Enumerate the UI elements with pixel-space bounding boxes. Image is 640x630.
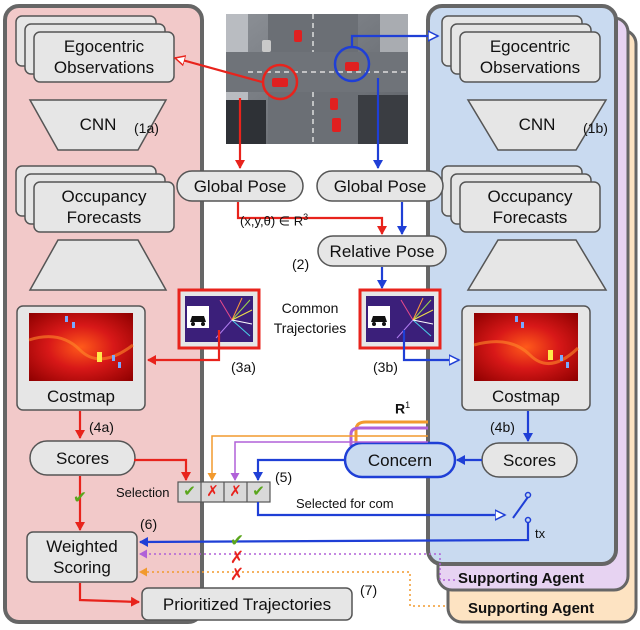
left-forecasts-label: Occupancy Forecasts bbox=[61, 187, 147, 227]
pose-formula: (x,y,θ) ∈ R3 bbox=[240, 212, 308, 229]
orange-arrows bbox=[139, 435, 445, 607]
right-cnn-label: CNN bbox=[518, 114, 556, 134]
relative-pose-box bbox=[317, 235, 447, 267]
selection-mark-2: ✗ bbox=[206, 483, 219, 500]
left-forecasts-stack bbox=[15, 165, 175, 233]
weighted-scoring-step: (6) bbox=[140, 516, 158, 532]
right-forecasts-label: Occupancy Forecasts bbox=[487, 187, 573, 227]
right-trajectory-step: (3b) bbox=[373, 359, 398, 375]
blue-arrows bbox=[139, 36, 533, 547]
r1-exponent: 1 bbox=[405, 400, 411, 410]
right-costmap-label: Costmap bbox=[491, 386, 561, 406]
left-observations-label: Egocentric Observations bbox=[53, 37, 155, 77]
global-pose-right-box bbox=[316, 170, 444, 202]
r1-letter: R bbox=[395, 400, 406, 417]
right-forecasts-stack bbox=[441, 165, 601, 233]
weighted-check-mark: ✔ bbox=[230, 531, 244, 550]
red-arrows bbox=[75, 58, 387, 607]
pose-formula-exponent: 3 bbox=[303, 212, 309, 222]
prioritized-trajectories-label: Prioritized Trajectories bbox=[162, 594, 332, 614]
supporting-agent-label-1: Supporting Agent bbox=[458, 570, 585, 587]
left-scores-box bbox=[29, 440, 136, 476]
weighted-scoring-label: Weighted Scoring bbox=[46, 537, 118, 577]
left-costmap-label: Costmap bbox=[46, 386, 116, 406]
supporting-agent-label-2: Supporting Agent bbox=[468, 600, 595, 617]
right-costmap-image bbox=[473, 313, 580, 381]
left-scores-check-mark: ✔ bbox=[73, 488, 87, 507]
right-scores-label: Scores bbox=[503, 450, 556, 470]
pose-formula-text: (x,y,θ) ∈ R bbox=[240, 213, 304, 229]
right-decoder-shape bbox=[466, 239, 608, 291]
left-cnn-label: CNN bbox=[79, 114, 117, 134]
prioritized-trajectories-box bbox=[141, 587, 353, 621]
global-pose-right-label: Global Pose bbox=[333, 176, 427, 196]
weighted-cross-mark-2: ✗ bbox=[230, 565, 244, 584]
selection-mark-3: ✗ bbox=[229, 483, 242, 500]
tx-label: tx bbox=[535, 526, 546, 541]
relative-pose-step: (2) bbox=[292, 256, 310, 272]
tx-switch bbox=[512, 491, 532, 524]
right-observations-label: Egocentric Observations bbox=[479, 37, 581, 77]
r1-label: R1 bbox=[395, 400, 410, 417]
left-cnn-shape bbox=[28, 99, 168, 151]
purple-arrows bbox=[139, 441, 455, 581]
left-observations-stack bbox=[15, 15, 175, 83]
right-observations-stack bbox=[441, 15, 601, 83]
left-scores-label: Scores bbox=[56, 448, 109, 468]
selection-label: Selection bbox=[116, 485, 170, 500]
left-costmap-image bbox=[28, 313, 134, 381]
selected-for-com-label: Selected for com bbox=[296, 496, 394, 511]
global-pose-left-label: Global Pose bbox=[193, 176, 287, 196]
left-decoder-shape bbox=[28, 239, 168, 291]
weighted-input-markers: ✔ ✗ ✗ bbox=[230, 531, 244, 584]
selection-mark-1: ✔ bbox=[183, 483, 196, 500]
global-pose-left-box bbox=[176, 170, 304, 202]
concern-stack-tabs bbox=[349, 420, 428, 446]
right-cnn-step: (1b) bbox=[583, 120, 608, 136]
left-cnn-step: (1a) bbox=[134, 120, 159, 136]
common-trajectories-label: Common Trajectories bbox=[262, 298, 358, 338]
weighted-scoring-box bbox=[26, 531, 138, 583]
right-cnn-shape bbox=[466, 99, 608, 151]
trajectory-thumb-right bbox=[358, 288, 442, 350]
relative-pose-label: Relative Pose bbox=[329, 241, 435, 261]
concern-step: (5) bbox=[275, 469, 293, 485]
selection-mark-4: ✔ bbox=[252, 483, 265, 500]
right-costmap-step: (4b) bbox=[490, 419, 515, 435]
weighted-cross-mark-1: ✗ bbox=[230, 548, 244, 567]
left-costmap-step: (4a) bbox=[89, 419, 114, 435]
prioritized-trajectories-step: (7) bbox=[360, 582, 378, 598]
selection-list bbox=[177, 481, 271, 503]
concern-label: Concern bbox=[367, 450, 433, 470]
left-trajectory-step: (3a) bbox=[231, 359, 256, 375]
